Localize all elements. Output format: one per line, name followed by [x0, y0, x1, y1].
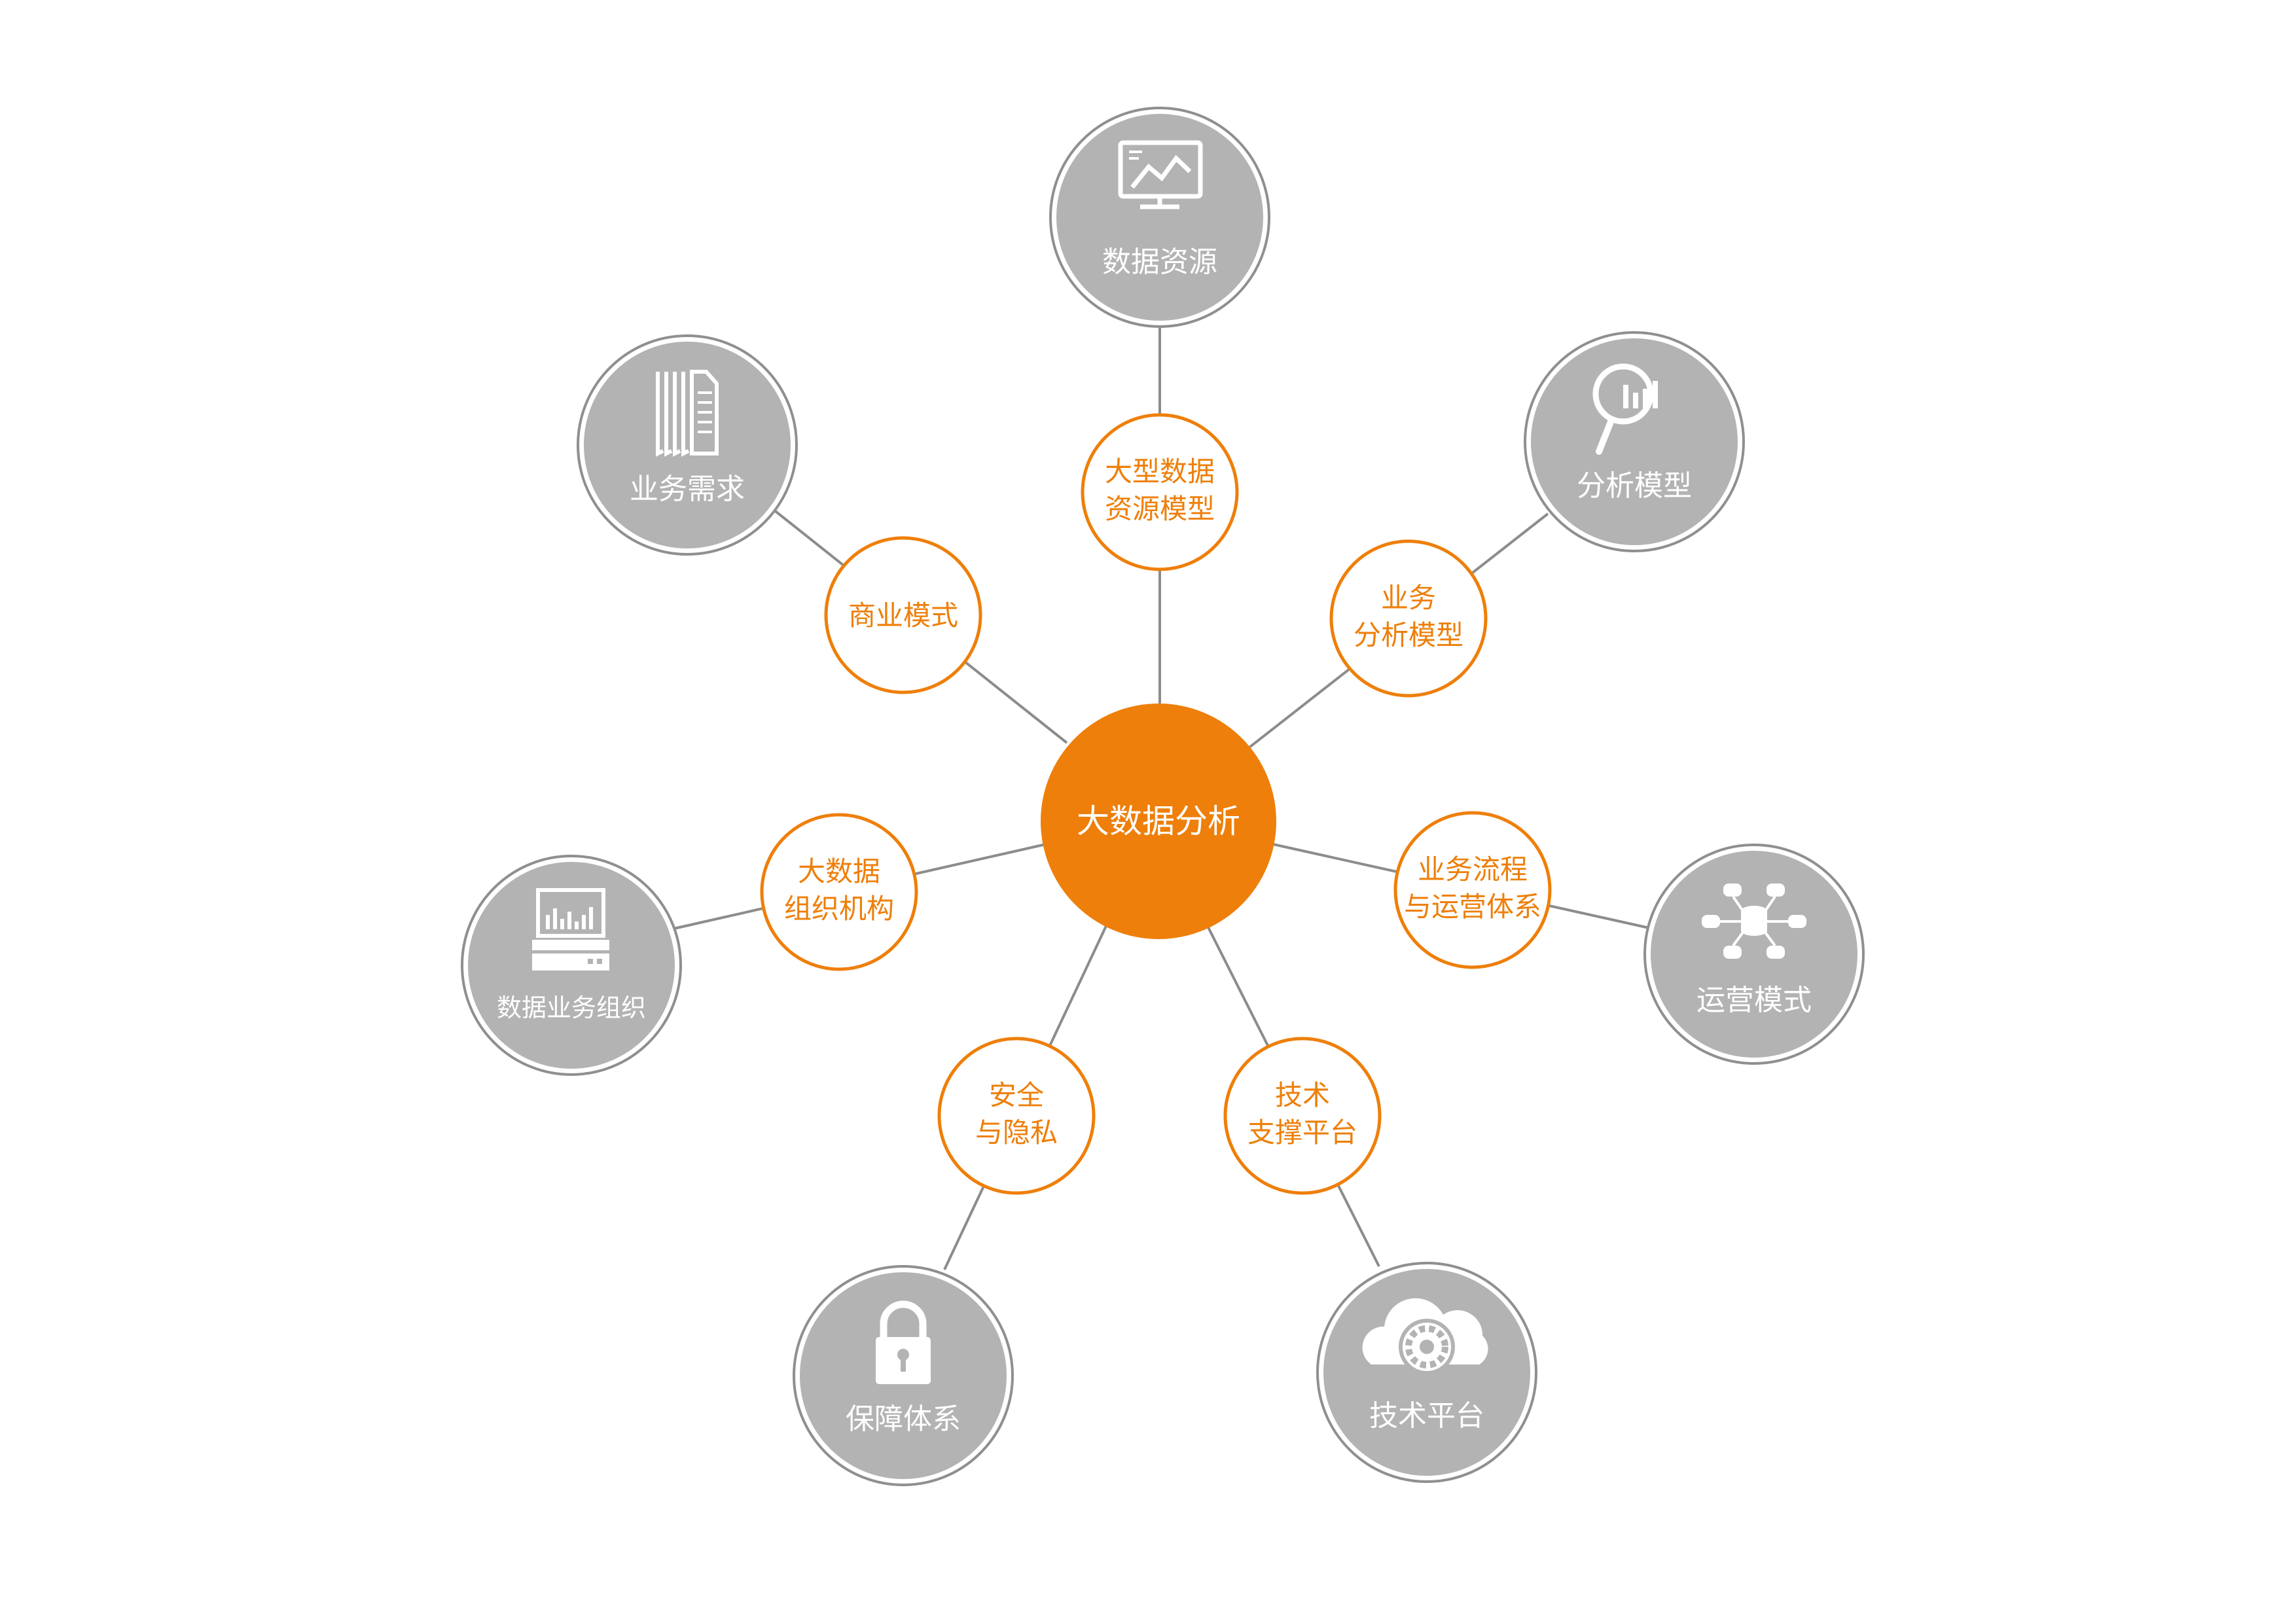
center-node: 大数据分析: [1041, 704, 1276, 939]
mid-label-line2: 与隐私: [975, 1116, 1058, 1149]
outer-label: 技术平台: [1369, 1399, 1484, 1433]
database-network-icon: [1702, 883, 1806, 959]
mid-label-line1: 安全: [989, 1079, 1044, 1111]
outer-node-operation-model: 运营模式: [1643, 844, 1865, 1065]
server-monitor-icon: [532, 888, 609, 971]
mid-node-tech-platform: 技术 支撑平台: [1223, 1037, 1382, 1195]
outer-node-tech-platform: 技术平台: [1316, 1262, 1537, 1483]
mid-circle: [760, 813, 918, 971]
mid-circle: [1081, 413, 1239, 571]
outer-fill: [1651, 851, 1857, 1058]
documents-icon: [656, 370, 719, 457]
outer-label: 保障体系: [846, 1402, 961, 1436]
mid-node-analysis-model: 业务 分析模型: [1329, 539, 1488, 698]
center-label: 大数据分析: [1077, 802, 1240, 840]
outer-node-analysis-model: 分析模型: [1524, 331, 1745, 552]
outer-node-data-org: 数据业务组织: [461, 855, 682, 1076]
outer-label: 数据资源: [1102, 245, 1217, 279]
mid-label-line2: 分析模型: [1354, 619, 1463, 651]
mid-label-line1: 大型数据: [1105, 455, 1215, 488]
center-circle: [1041, 704, 1276, 939]
mid-label-line1: 技术: [1275, 1079, 1330, 1111]
mid-circle: [1393, 811, 1552, 969]
mid-node-business-need: 商业模式: [824, 536, 982, 694]
mid-circle: [1329, 539, 1488, 698]
monitor-chart-icon: [1118, 140, 1203, 209]
mid-label-line1: 业务: [1381, 582, 1436, 614]
outer-fill: [1056, 114, 1263, 321]
outer-fill: [584, 342, 791, 548]
outer-node-data-resource: 数据资源: [1049, 107, 1270, 328]
mid-label-line1: 商业模式: [848, 599, 958, 632]
mid-node-data-resource: 大型数据 资源模型: [1081, 413, 1239, 571]
mid-node-data-org: 大数据 组织机构: [760, 813, 918, 971]
outer-fill: [1531, 338, 1738, 545]
outer-label: 业务需求: [630, 473, 745, 506]
mid-circle: [824, 536, 982, 694]
mid-label-line2: 资源模型: [1105, 493, 1215, 525]
mid-circle: [937, 1037, 1096, 1195]
mid-label-line1: 业务流程: [1418, 853, 1528, 885]
mid-circle: [1223, 1037, 1382, 1195]
mid-node-security: 安全 与隐私: [937, 1037, 1096, 1195]
outer-label: 数据业务组织: [497, 993, 646, 1022]
outer-label: 分析模型: [1577, 469, 1692, 503]
padlock-icon: [876, 1300, 931, 1384]
outer-node-business-need: 业务需求: [577, 334, 798, 556]
mid-label-line2: 组织机构: [784, 893, 894, 925]
cloud-gear-icon: [1362, 1298, 1488, 1375]
outer-node-security: 保障体系: [793, 1265, 1014, 1486]
mid-label-line2: 支撑平台: [1247, 1116, 1357, 1149]
mid-label-line2: 与运营体系: [1404, 891, 1541, 923]
outer-label: 运营模式: [1696, 984, 1812, 1017]
mid-label-line1: 大数据: [798, 855, 880, 887]
mid-node-operation-model: 业务流程 与运营体系: [1393, 811, 1552, 969]
magnifier-chart-icon: [1592, 363, 1658, 455]
